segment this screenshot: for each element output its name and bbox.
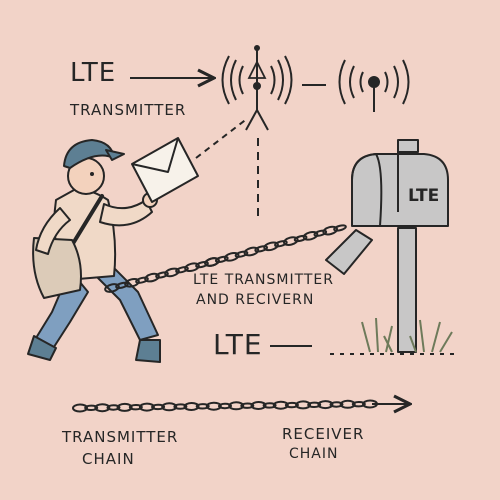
transmitter-label-top: TRANSMITTER bbox=[70, 101, 187, 119]
chain-link bbox=[214, 255, 229, 264]
chain-link bbox=[128, 403, 143, 411]
chain-label-line-2: AND RECIVERN bbox=[196, 292, 315, 308]
chain-link bbox=[104, 283, 120, 293]
chain-link bbox=[243, 246, 260, 257]
mailbox-lte-text: LTE bbox=[408, 186, 440, 206]
chain-link bbox=[138, 402, 155, 412]
chain-link bbox=[195, 403, 210, 410]
dashed-line-envelope-antenna bbox=[195, 117, 249, 159]
transmitter-chain-label: TRANSMITTER bbox=[62, 428, 179, 446]
envelope-icon bbox=[131, 137, 199, 203]
chain-link bbox=[115, 281, 129, 290]
chain-link bbox=[254, 245, 269, 253]
chain-link bbox=[223, 251, 240, 262]
chain-link bbox=[175, 266, 189, 274]
chain-link bbox=[240, 402, 255, 409]
mail-carrier-figure bbox=[27, 139, 161, 363]
chain-link bbox=[204, 257, 220, 267]
chain-link bbox=[234, 250, 249, 258]
transmitter-chain-label-2: CHAIN bbox=[82, 450, 135, 468]
chain-link bbox=[135, 276, 149, 284]
chain-link bbox=[173, 403, 188, 410]
chain-link bbox=[329, 401, 344, 408]
signal-waves-icon bbox=[221, 55, 293, 105]
lte-label-top: LTE bbox=[70, 58, 117, 88]
chain-link bbox=[307, 401, 322, 409]
chain-link bbox=[164, 267, 180, 278]
chain-link bbox=[272, 400, 289, 410]
receiver-chain-label-2: CHAIN bbox=[289, 446, 339, 462]
chain-link bbox=[116, 402, 133, 412]
broadcast-signal-icon bbox=[338, 59, 410, 112]
chain-links bbox=[104, 224, 347, 293]
chain-label-line-1: LTE TRANSMITTER bbox=[193, 272, 335, 288]
chain-link bbox=[333, 224, 347, 232]
chain-link bbox=[317, 400, 334, 410]
chain-link bbox=[72, 403, 88, 413]
chain-link bbox=[302, 230, 319, 241]
chain-link bbox=[183, 401, 200, 412]
chain-link bbox=[205, 401, 222, 411]
lte-label-middle: LTE bbox=[213, 328, 263, 361]
chain-link bbox=[293, 234, 308, 243]
receiver-chain-label: RECEIVER bbox=[282, 425, 365, 443]
chain-link bbox=[282, 236, 299, 246]
chain-link bbox=[263, 241, 279, 252]
chain-link bbox=[262, 402, 277, 409]
grass-tuft bbox=[361, 317, 453, 353]
chain-link bbox=[274, 240, 288, 248]
chain-link bbox=[250, 400, 267, 411]
chain-link bbox=[195, 260, 209, 269]
chain-link bbox=[295, 400, 312, 410]
antenna-tower-icon bbox=[245, 45, 269, 131]
chain-link bbox=[351, 400, 366, 408]
chain-link bbox=[161, 402, 178, 412]
chain-link bbox=[313, 229, 328, 237]
chain-link bbox=[218, 402, 232, 410]
chain-link bbox=[151, 403, 166, 411]
mailbox-icon bbox=[325, 139, 449, 353]
chain-link bbox=[84, 404, 99, 412]
bottom-chain-links bbox=[72, 399, 378, 413]
chain-link bbox=[106, 404, 121, 411]
chain-link bbox=[184, 262, 200, 273]
chain-link bbox=[322, 225, 339, 236]
chain-link bbox=[144, 272, 160, 283]
chain-link bbox=[339, 399, 356, 409]
chain-link bbox=[124, 277, 140, 288]
chain-link bbox=[228, 401, 245, 411]
chain-link bbox=[155, 271, 169, 279]
chain-link bbox=[284, 401, 299, 409]
chain-link bbox=[94, 403, 111, 413]
